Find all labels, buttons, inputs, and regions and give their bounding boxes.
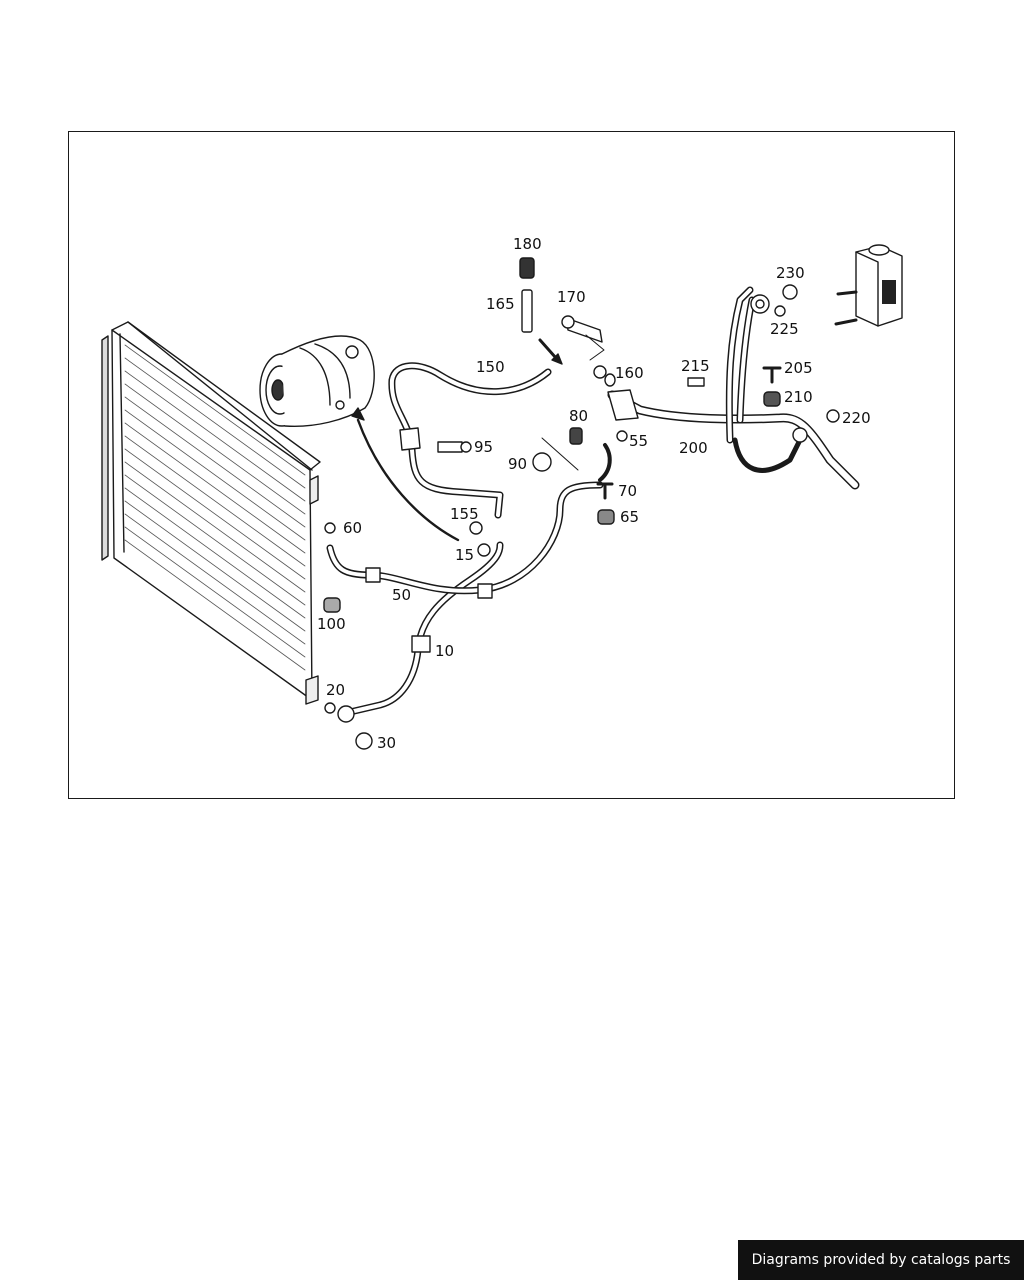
callout-label: 160	[615, 364, 644, 382]
callout-label: 60	[343, 519, 362, 537]
callout-label: 180	[513, 235, 542, 253]
small-parts	[323, 257, 840, 750]
diagram-frame	[68, 131, 955, 799]
hose-10	[337, 541, 504, 723]
callout-label: 205	[784, 359, 813, 377]
callout-label: 15	[455, 546, 474, 564]
hose-150	[388, 362, 552, 519]
callout-label: 65	[620, 508, 639, 526]
callout-label: 170	[557, 288, 586, 306]
callout-label: 95	[474, 438, 493, 456]
callout-label: 80	[569, 407, 588, 425]
callout-label: 165	[486, 295, 515, 313]
callout-label: 70	[618, 482, 637, 500]
compressor	[259, 335, 375, 428]
expansion-valve	[834, 244, 903, 327]
callout-label: 90	[508, 455, 527, 473]
callout-label: 155	[450, 505, 479, 523]
footer-credit: Diagrams provided by catalogs parts	[738, 1240, 1024, 1280]
callout-label: 215	[681, 357, 710, 375]
callout-label: 200	[679, 439, 708, 457]
callout-label: 30	[377, 734, 396, 752]
callout-label: 100	[317, 615, 346, 633]
callout-label: 210	[784, 388, 813, 406]
callout-label: 225	[770, 320, 799, 338]
callout-label: 220	[842, 409, 871, 427]
callout-label: 20	[326, 681, 345, 699]
callout-labels: 180 165 170 230 225 150 160 215 205 210 …	[317, 235, 871, 752]
callout-label: 150	[476, 358, 505, 376]
callout-label: 230	[776, 264, 805, 282]
callout-label: 50	[392, 586, 411, 604]
callout-label: 55	[629, 432, 648, 450]
callout-label: 10	[435, 642, 454, 660]
hose-200	[607, 286, 860, 490]
hose-50	[326, 443, 612, 599]
condenser	[101, 321, 321, 705]
